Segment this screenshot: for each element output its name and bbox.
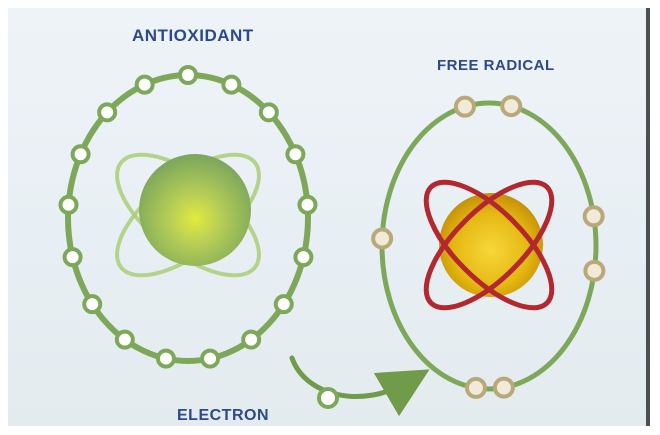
free-radical-electron xyxy=(495,379,513,397)
free-radical-electron xyxy=(585,262,603,280)
free-radical-label: FREE RADICAL xyxy=(437,57,555,74)
free-radical-atom xyxy=(373,97,603,397)
transfer-arrow xyxy=(292,358,408,397)
free-radical-electron xyxy=(373,230,391,248)
antioxidant-electron xyxy=(287,146,303,162)
free-radical-electron xyxy=(585,207,603,225)
free-radical-electron xyxy=(456,98,474,116)
antioxidant-electron xyxy=(61,197,77,213)
antioxidant-electron xyxy=(117,332,133,348)
antioxidant-label: ANTIOXIDANT xyxy=(132,26,254,46)
free-radical-electron xyxy=(467,379,485,397)
free-radical-electron xyxy=(502,97,520,115)
antioxidant-electron xyxy=(158,351,174,367)
antioxidant-electron xyxy=(99,104,115,120)
antioxidant-electron xyxy=(243,332,259,348)
free-radical-nucleus xyxy=(439,193,543,297)
transferred-electron xyxy=(319,389,337,407)
antioxidant-electron xyxy=(223,77,239,93)
antioxidant-electron xyxy=(295,249,311,265)
antioxidant-atom xyxy=(61,67,316,367)
antioxidant-electron xyxy=(137,77,153,93)
antioxidant-electron xyxy=(180,67,196,83)
antioxidant-nucleus xyxy=(139,154,251,266)
electron-label: ELECTRON xyxy=(177,407,269,425)
antioxidant-electron xyxy=(65,249,81,265)
antioxidant-electron xyxy=(84,296,100,312)
antioxidant-electron xyxy=(73,146,89,162)
antioxidant-electron xyxy=(299,197,315,213)
antioxidant-electron xyxy=(276,296,292,312)
antioxidant-electron xyxy=(261,104,277,120)
antioxidant-electron xyxy=(202,351,218,367)
